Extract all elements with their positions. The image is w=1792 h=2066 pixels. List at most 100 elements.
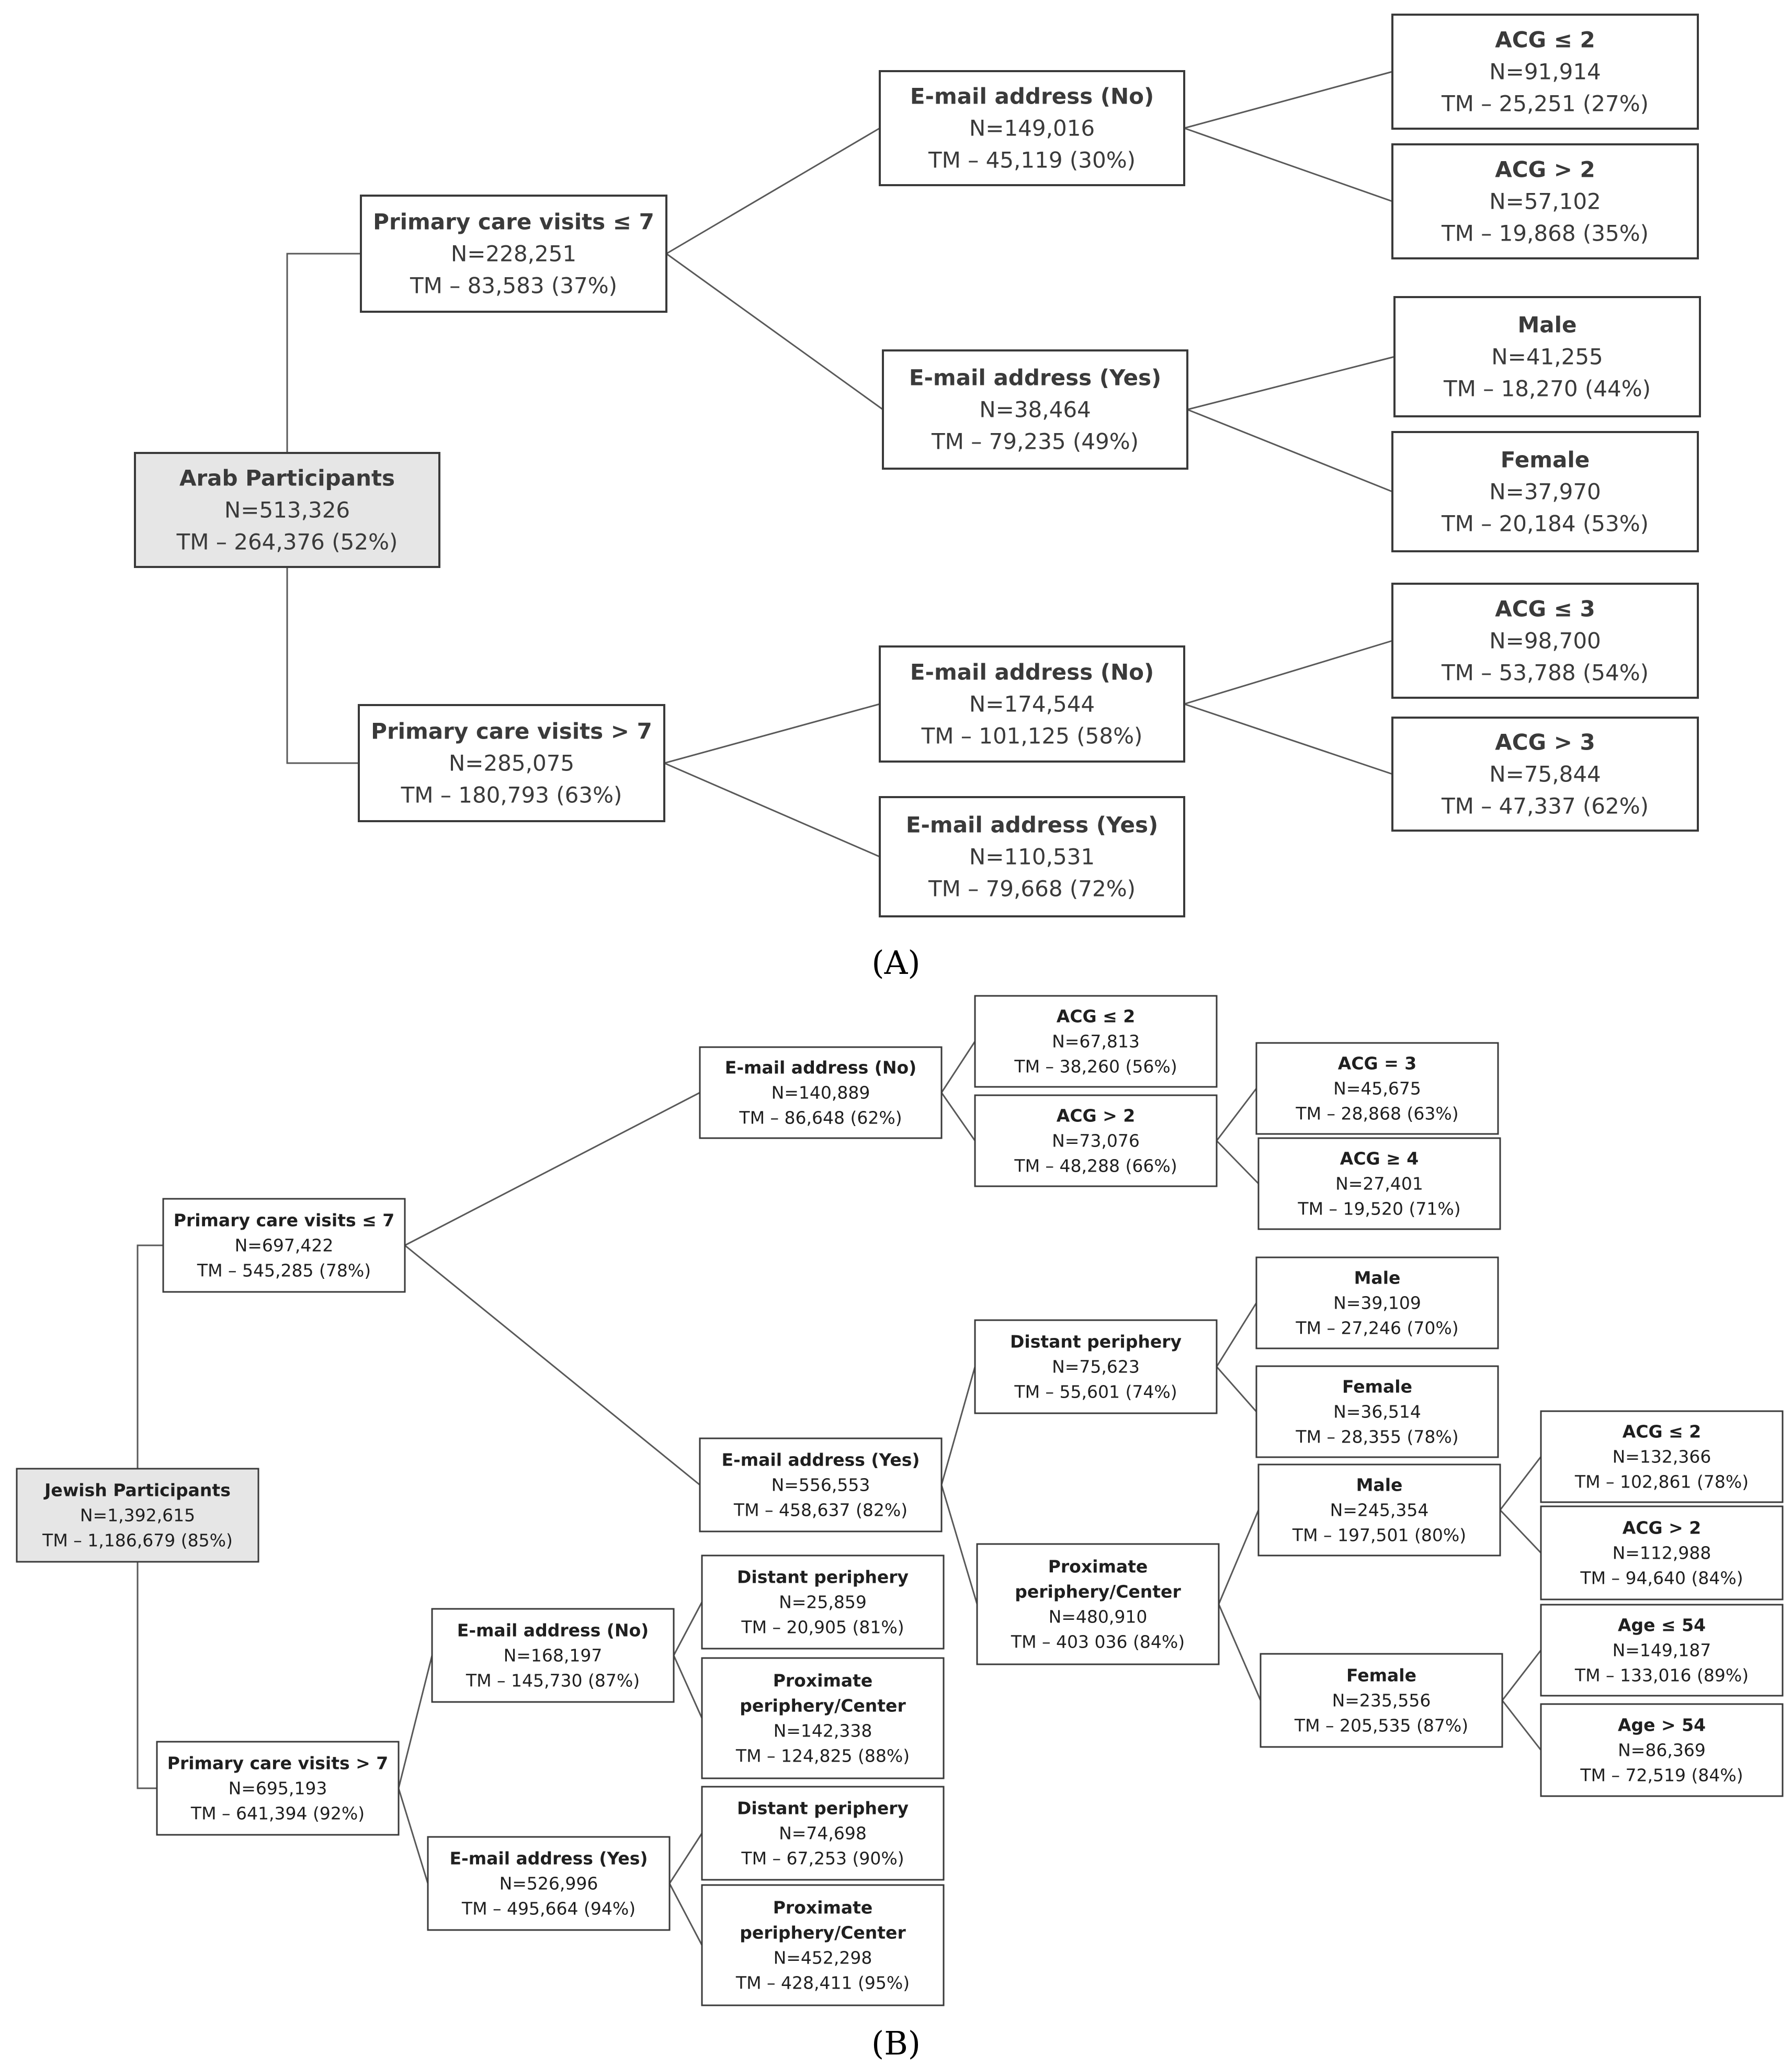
node-title: Female [1346, 1665, 1416, 1686]
node-title: ACG ≥ 4 [1340, 1149, 1419, 1169]
node-count: N=41,255 [1491, 344, 1603, 370]
node-title: ACG > 3 [1495, 730, 1595, 755]
node-count: N=39,109 [1333, 1293, 1421, 1313]
node-box [358, 704, 665, 822]
node-title: E-mail address (No) [910, 84, 1154, 109]
connector-line [1501, 1650, 1542, 1701]
node-count: N=149,016 [969, 116, 1095, 141]
node-count: N=110,531 [969, 844, 1095, 870]
connector-line [1499, 1456, 1542, 1511]
node-tm-value: TM – 79,668 (72%) [928, 876, 1136, 902]
node-title: E-mail address (No) [457, 1620, 649, 1641]
node-title: ACG ≤ 2 [1623, 1422, 1701, 1442]
node-count: N=74,698 [779, 1823, 867, 1844]
connector-lines [137, 71, 1542, 1946]
node-tm-value: TM – 55,601 (74%) [1014, 1382, 1177, 1402]
connector-line [1184, 127, 1393, 202]
connector-line [1187, 356, 1395, 411]
connector-line [940, 1484, 978, 1605]
node-count: N=697,422 [235, 1235, 334, 1256]
node-count: N=245,354 [1330, 1500, 1429, 1520]
connector-line [404, 1092, 700, 1246]
node-title: ACG > 2 [1057, 1106, 1135, 1126]
connector-line [286, 253, 361, 453]
node-tm-value: TM – 19,868 (35%) [1441, 221, 1649, 246]
node-title: E-mail address (Yes) [909, 365, 1161, 391]
node-box [1391, 583, 1699, 699]
node-tm-value: TM – 20,184 (53%) [1441, 511, 1649, 537]
node-tm-value: TM – 94,640 (84%) [1580, 1568, 1743, 1588]
node-count: N=112,988 [1613, 1543, 1711, 1563]
node-box [1540, 1505, 1784, 1600]
node-box [1540, 1410, 1784, 1503]
node-box [162, 1198, 406, 1293]
connector-line [1499, 1509, 1542, 1554]
node-count: N=513,326 [224, 497, 350, 523]
connector-line [1218, 1604, 1262, 1701]
node-tm-value: TM – 180,793 (63%) [401, 782, 622, 808]
connector-line [668, 1883, 703, 1946]
node-tm-value: TM – 641,394 (92%) [190, 1803, 365, 1824]
node-count: N=235,556 [1332, 1690, 1431, 1711]
node-title: Male [1354, 1268, 1401, 1288]
node-count: N=149,187 [1613, 1640, 1711, 1661]
node-tm-value: TM – 28,868 (63%) [1295, 1104, 1458, 1124]
connector-line [1216, 1366, 1257, 1412]
node-box [699, 1437, 943, 1533]
node-tm-value: TM – 205,535 (87%) [1294, 1716, 1468, 1736]
connector-line [1184, 703, 1393, 775]
node-box [431, 1608, 675, 1703]
node-tm-value: TM – 101,125 (58%) [921, 723, 1143, 749]
node-box [974, 1094, 1218, 1187]
node-tm-value: TM – 67,253 (90%) [741, 1848, 904, 1869]
connector-line [673, 1602, 703, 1656]
node-box [1391, 717, 1699, 832]
connector-line [1216, 1088, 1257, 1141]
node-title: Proximate [1048, 1557, 1148, 1577]
node-title: ACG = 3 [1338, 1053, 1416, 1074]
node-title: ACG ≤ 2 [1495, 27, 1595, 53]
node-count: N=480,910 [1049, 1607, 1148, 1627]
node-count: N=38,464 [979, 397, 1091, 423]
node-count: N=98,700 [1489, 628, 1601, 654]
node-title: ACG > 2 [1495, 157, 1595, 183]
node-title: Male [1356, 1475, 1403, 1495]
node-box [882, 349, 1188, 470]
node-count: N=57,102 [1489, 189, 1601, 214]
node-title: Primary care visits ≤ 7 [373, 209, 654, 235]
node-tm-value: TM – 20,905 (81%) [741, 1617, 904, 1638]
node-box [879, 796, 1185, 917]
node-tm-value: TM – 145,730 (87%) [466, 1671, 640, 1691]
connector-line [668, 1833, 703, 1884]
node-count: N=132,366 [1613, 1447, 1711, 1467]
connector-line [404, 1244, 700, 1486]
node-title: Arab Participants [179, 466, 395, 491]
node-box [360, 195, 667, 313]
node-box [1391, 143, 1699, 259]
node-tm-value: TM – 25,251 (27%) [1441, 91, 1649, 117]
node-title: Primary care visits ≤ 7 [174, 1210, 394, 1231]
node-tm-value: TM – 45,119 (30%) [928, 147, 1136, 173]
connector-line [1218, 1509, 1260, 1605]
node-tm-value: TM – 53,788 (54%) [1441, 660, 1649, 686]
root-node-box [16, 1468, 259, 1563]
node-box [427, 1836, 671, 1931]
node-tm-value: TM – 72,519 (84%) [1580, 1765, 1743, 1786]
node-count: N=142,338 [774, 1721, 872, 1741]
node-box [701, 1554, 945, 1650]
node-title: E-mail address (No) [910, 660, 1154, 685]
node-title: E-mail address (Yes) [449, 1848, 648, 1869]
panel-a-label: (A) [871, 944, 920, 982]
connector-line [673, 1655, 703, 1719]
node-tm-value: TM – 86,648 (62%) [739, 1108, 902, 1128]
node-tm-value: TM – 495,664 (94%) [461, 1899, 636, 1919]
node-tm-value: TM – 28,355 (78%) [1295, 1427, 1458, 1447]
